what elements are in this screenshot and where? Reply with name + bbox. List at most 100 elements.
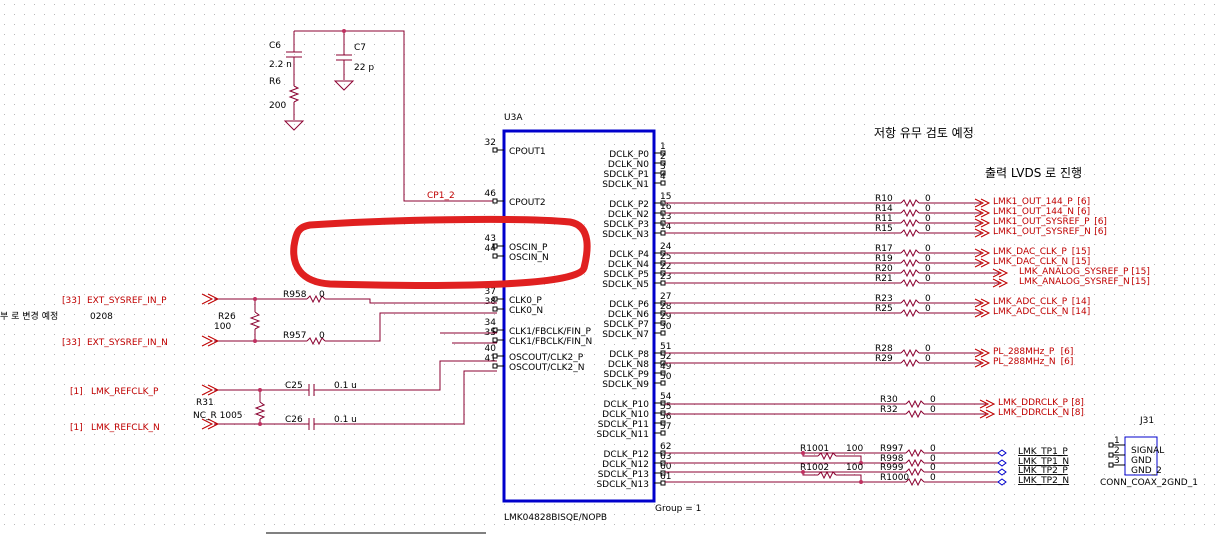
ic-pin-number: 57 — [660, 422, 671, 432]
output-net-label[interactable]: LMK_TP1_P — [1018, 447, 1068, 457]
ext-sysref-n-page: [33] — [62, 338, 80, 348]
note-left-partial: 부 로 변경 예정 — [0, 310, 58, 322]
offpage-arrows — [201, 293, 220, 430]
output-net-label[interactable]: LMK_DAC_CLK_P — [993, 247, 1067, 257]
pin-marker — [492, 337, 498, 343]
ic-pin-name: OSCOUT/CLK2_P — [509, 353, 584, 363]
testpoint-port — [997, 478, 1007, 486]
ic-pin-name: DCLK_N4 — [608, 260, 649, 270]
refclk-p-page: [1] — [70, 387, 83, 397]
output-net-label[interactable]: LMK_DAC_CLK_N — [993, 257, 1068, 267]
input-wiring — [214, 294, 497, 430]
output-resistor-ref: R21 — [875, 274, 893, 284]
note-lvds-output: 출력 LVDS 로 진행 — [985, 165, 1082, 180]
output-resistor-ref: R19 — [875, 254, 893, 264]
r6-value: 200 — [269, 101, 286, 111]
pin-marker — [660, 480, 666, 486]
ic-pin-number: 28 — [660, 302, 672, 312]
output-net-label[interactable]: LMK_TP2_P — [1018, 466, 1068, 476]
ic-pin-name: DCLK_P8 — [609, 350, 649, 360]
ic-pin-number: 37 — [485, 287, 496, 297]
output-resistor-value: 0 — [925, 254, 931, 264]
output-resistor-value: 0 — [930, 395, 936, 405]
ic-pin-number: 49 — [660, 362, 672, 372]
ic-body[interactable] — [502, 129, 656, 503]
ic-pin-name: SDCLK_P13 — [598, 470, 649, 480]
ic-pin-number: 23 — [660, 272, 671, 282]
output-net-label[interactable]: LMK_ANALOG_SYSREF_N — [1019, 277, 1130, 287]
output-net-label[interactable]: LMK_TP1_N — [1018, 457, 1069, 467]
ic-pin-number: 4 — [660, 172, 666, 182]
ic-pin-name: SDCLK_N3 — [602, 230, 649, 240]
ext-sysref-n-net[interactable]: EXT_SYSREF_IN_N — [87, 338, 168, 348]
output-net-label[interactable]: PL_288MHz_N — [993, 357, 1056, 367]
output-resistor-ref: R1000 — [880, 473, 909, 483]
note-resistor-review: 저항 유무 검토 예정 — [874, 126, 974, 140]
offpage-arrow — [980, 298, 991, 308]
ic-pin-name: DCLK_P2 — [609, 200, 649, 210]
ic-pin-name: SDCLK_N7 — [602, 330, 649, 340]
pin-marker — [660, 380, 666, 386]
offpage-arrow — [980, 218, 991, 228]
j31-body[interactable] — [1124, 436, 1158, 476]
offpage-arrow — [980, 258, 991, 268]
ext-sysref-p-net[interactable]: EXT_SYSREF_IN_P — [87, 296, 167, 306]
pin-marker — [660, 410, 666, 416]
output-resistor-ref: R14 — [875, 204, 893, 214]
pin-marker — [492, 243, 498, 249]
output-resistor-ref: R11 — [875, 214, 893, 224]
ic-pin-name: CLK0_N — [509, 306, 543, 316]
output-net-label[interactable]: LMK1_OUT_144_P — [993, 197, 1073, 207]
pin-marker — [660, 180, 666, 186]
offpage-arrow — [998, 278, 1009, 288]
output-net-page: [14] — [1072, 297, 1090, 307]
ic-pin-name: DCLK_N8 — [608, 360, 649, 370]
output-net-page: [6] — [1077, 197, 1090, 207]
output-resistor-value: 0 — [925, 344, 931, 354]
output-resistor-value: 0 — [925, 264, 931, 274]
output-net-page: [6] — [1061, 347, 1074, 357]
output-net-label[interactable]: LMK1_OUT_144_N — [993, 207, 1074, 217]
pin-marker — [492, 327, 498, 333]
output-net-label[interactable]: LMK_ADC_CLK_P — [993, 297, 1068, 307]
output-net-label[interactable]: LMK1_OUT_SYSREF_N — [993, 227, 1091, 237]
output-resistor-value: 0 — [925, 224, 931, 234]
refclk-n-page: [1] — [70, 423, 83, 433]
oscin-highlight-circle — [290, 215, 591, 289]
ic-pin-name: SDCLK_P9 — [604, 370, 650, 380]
ic-pin-number: 50 — [660, 372, 672, 382]
ic-part-number: LMK04828BISQE/NOPB — [504, 513, 607, 523]
note-left-code: 0208 — [90, 312, 113, 322]
pin-marker — [660, 160, 666, 166]
pin-marker — [492, 353, 498, 359]
input-junctions — [253, 297, 262, 426]
output-net-label[interactable]: LMK_ANALOG_SYSREF_P — [1019, 267, 1129, 277]
output-net-label[interactable]: LMK1_OUT_SYSREF_P — [993, 217, 1090, 227]
refclk-p-net[interactable]: LMK_REFCLK_P — [91, 387, 159, 397]
output-net-page: [15] — [1131, 267, 1149, 277]
output-net-label[interactable]: LMK_TP2_N — [1018, 476, 1069, 486]
offpage-arrow — [992, 278, 1003, 288]
pin-marker — [492, 253, 498, 259]
ic-pin-number: 14 — [660, 222, 672, 232]
ic-pin-number: 62 — [660, 442, 671, 452]
ic-pin-name: DCLK_N6 — [608, 310, 649, 320]
output-net-label[interactable]: LMK_ADC_CLK_N — [993, 307, 1069, 317]
refclk-n-net[interactable]: LMK_REFCLK_N — [91, 423, 160, 433]
termination-junctions — [801, 451, 863, 484]
output-net-label[interactable]: LMK_DDRCLK_N — [998, 408, 1069, 418]
ic-pin-name: SDCLK_N5 — [602, 280, 649, 290]
offpage-arrow — [974, 208, 985, 218]
output-net-label[interactable]: LMK_DDRCLK_P — [998, 398, 1069, 408]
output-net-label[interactable]: PL_288MHz_P — [993, 347, 1055, 357]
offpage-arrow — [974, 298, 985, 308]
ic-pin-name: DCLK_P6 — [609, 300, 649, 310]
